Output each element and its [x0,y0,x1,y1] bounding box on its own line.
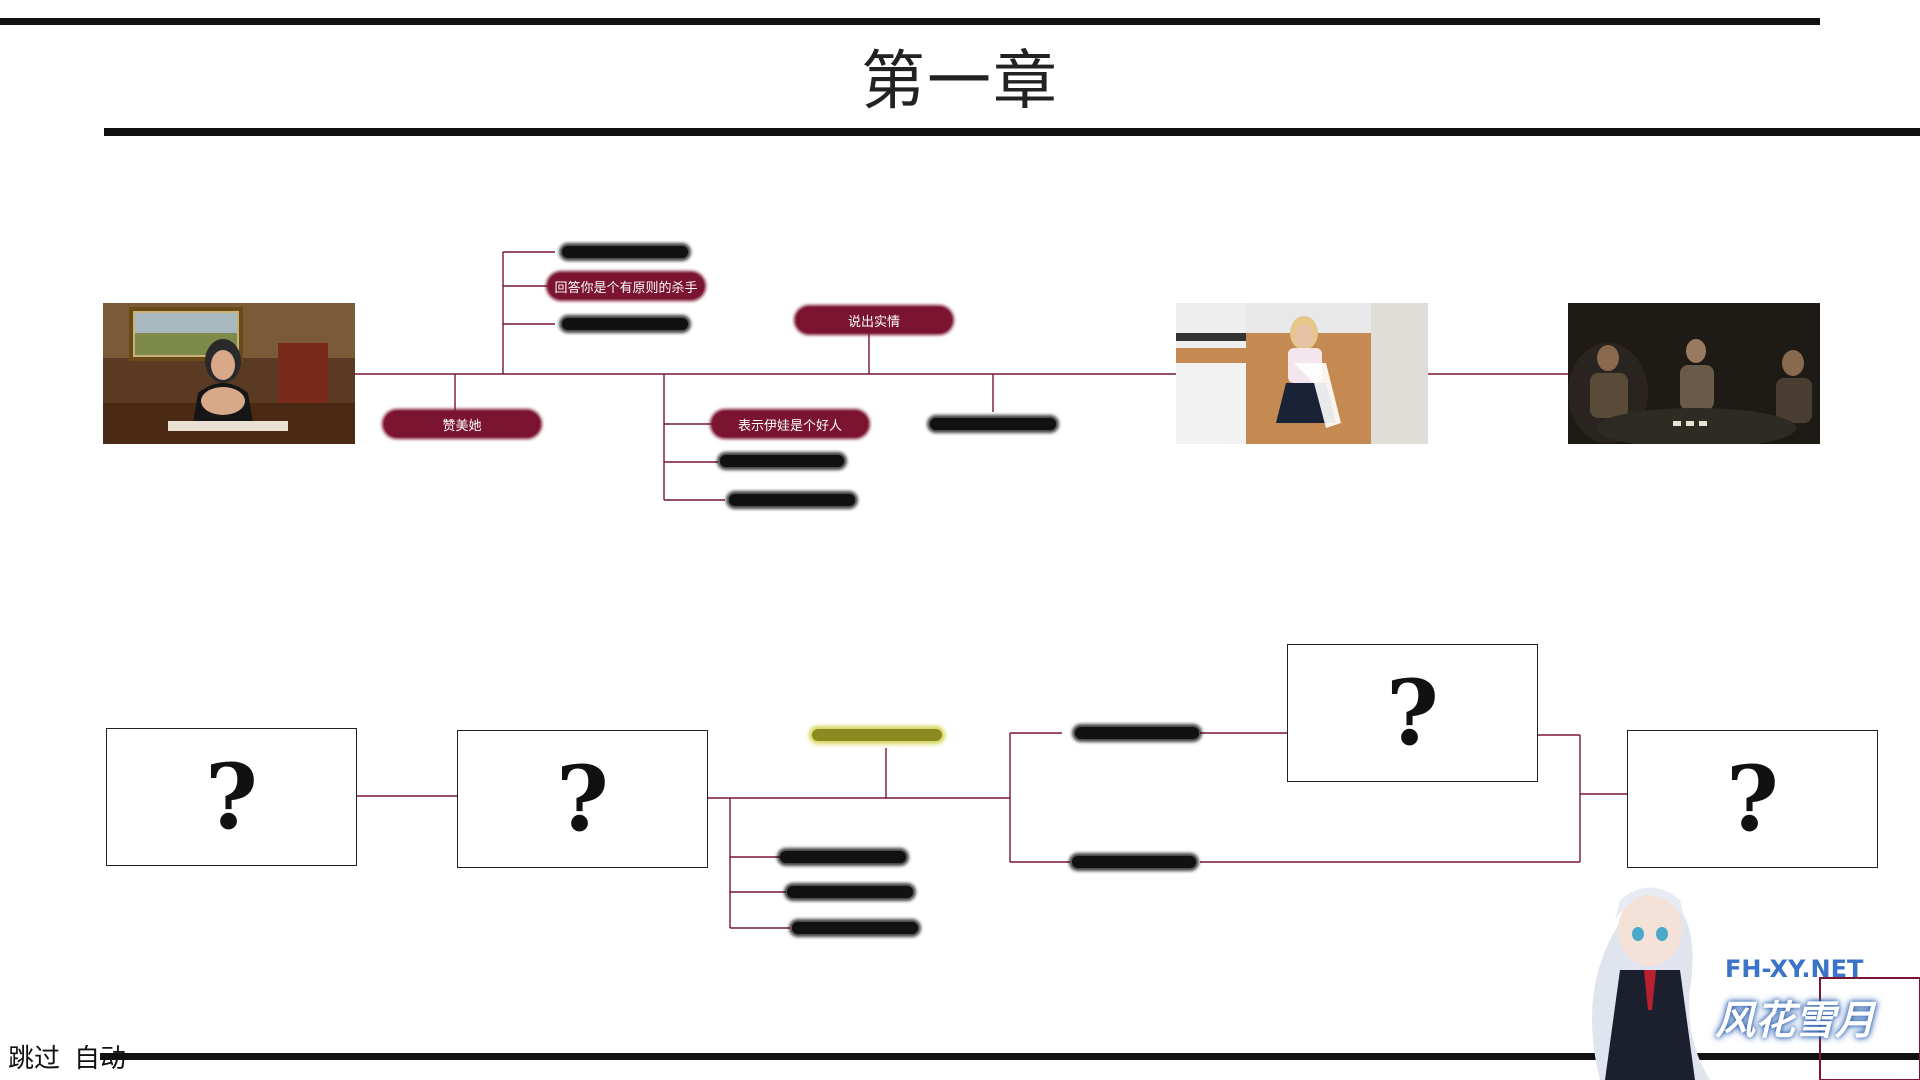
locked-choice [562,318,688,330]
locked-choice [787,886,913,898]
choice-praise-her[interactable]: 赞美她 [384,411,540,437]
locked-node-3[interactable]: ? [1287,644,1538,782]
chapter-title: 第一章 [861,45,1059,119]
choice-label: 赞美她 [442,418,482,434]
question-mark: ? [1386,660,1439,766]
quick-menu: 跳过自动 [8,1038,140,1075]
locked-choice [780,851,906,863]
skip-button[interactable]: 跳过 [8,1044,61,1074]
question-mark: ? [556,746,609,852]
card-table-scene-image [1568,303,1820,444]
locked-choice [720,455,844,467]
locked-choice [930,418,1056,430]
blonde-scene-image [1176,303,1428,444]
title-underline [104,128,1920,136]
watermark-name: 风花雪月 [1715,998,1875,1044]
top-bar [0,18,1820,25]
scene-thumbnail-blonde[interactable] [1176,303,1428,444]
question-mark: ? [205,744,258,850]
locked-choice [1075,727,1199,739]
locked-node-1[interactable]: ? [106,728,357,866]
choice-label: 回答你是个有原则的杀手 [554,280,698,296]
office-scene-image [103,303,355,444]
choice-eva-good-person[interactable]: 表示伊娃是个好人 [712,411,868,437]
locked-choice [562,246,688,258]
choice-label: 说出实情 [847,314,900,330]
locked-node-4[interactable]: ? [1627,730,1878,868]
choice-answer-principled-killer[interactable]: 回答你是个有原则的杀手 [548,273,704,299]
locked-node-2[interactable]: ? [457,730,708,868]
locked-choice [1072,856,1196,868]
scene-thumbnail-cards[interactable] [1568,303,1820,444]
choice-tell-truth[interactable]: 说出实情 [796,307,952,333]
locked-choice [729,494,855,506]
locked-choice-highlighted [812,729,942,741]
auto-button[interactable]: 自动 [74,1044,127,1074]
locked-choice [792,922,918,934]
watermark-logo [1592,887,1920,1080]
watermark-site: FH-XY.NET [1725,955,1864,983]
bottom-bar [100,1053,1920,1060]
scene-thumbnail-office[interactable] [103,303,355,444]
question-mark: ? [1726,746,1779,852]
choice-label: 表示伊娃是个好人 [737,418,842,434]
